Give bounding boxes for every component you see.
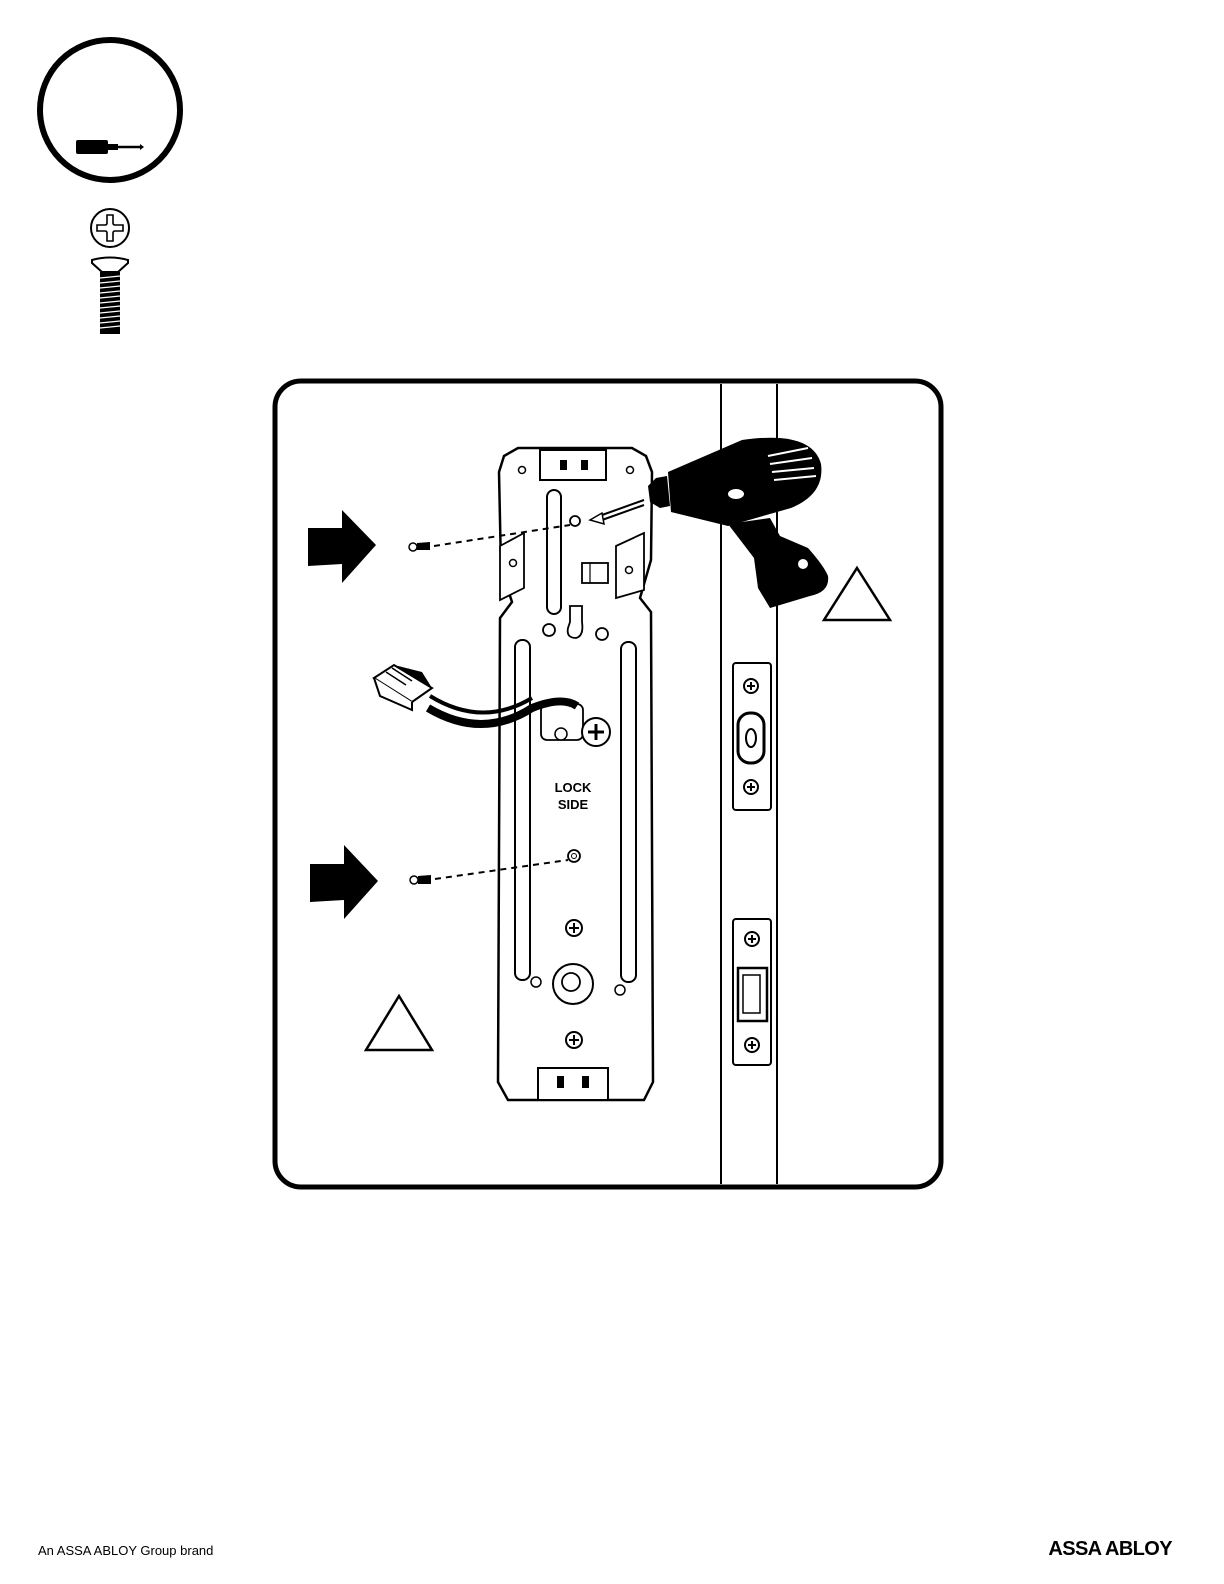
assa-abloy-logo: ASSA ABLOY — [1048, 1538, 1172, 1561]
phillips-screw-head-icon — [88, 206, 132, 250]
footer-brand-text: An ASSA ABLOY Group brand — [38, 1543, 213, 1558]
plate-label-side: SIDE — [558, 797, 589, 812]
flat-head-screw-icon — [88, 256, 132, 338]
installation-diagram: LOCK SIDE — [272, 378, 944, 1190]
plate-label-lock: LOCK — [555, 780, 592, 795]
tool-badge — [36, 36, 184, 184]
deadbolt-faceplate — [733, 663, 771, 810]
latch-faceplate — [733, 919, 771, 1065]
mounting-plate: LOCK SIDE — [498, 448, 653, 1100]
